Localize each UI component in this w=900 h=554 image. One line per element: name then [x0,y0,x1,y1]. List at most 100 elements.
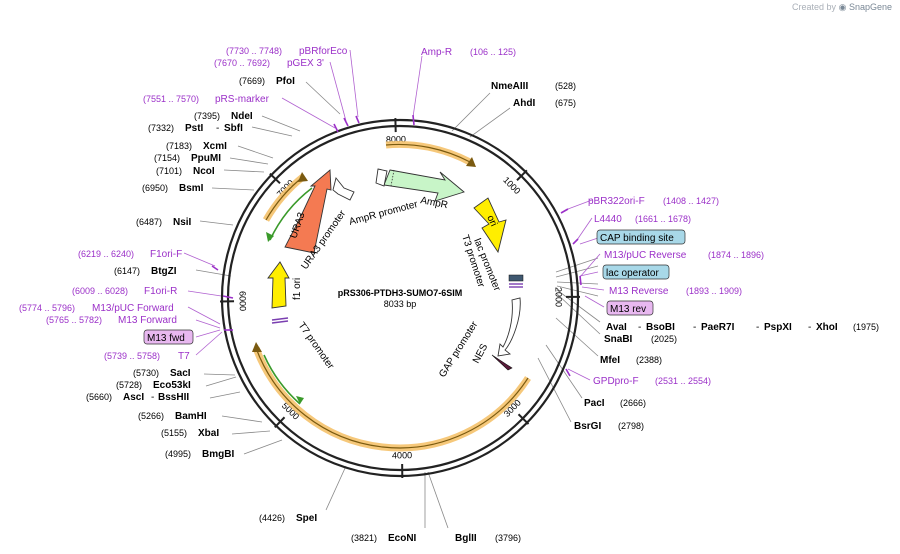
primer-pbr322ori-f[interactable]: pBR322ori-F [588,196,645,207]
feature-label-ampr-promoter: AmpR promoter [348,199,420,228]
feature-label-nes: NES [471,342,491,366]
enzyme-avai[interactable]: AvaI [606,322,627,333]
enzyme-nmeaiii[interactable]: NmeAIII [491,81,528,92]
enzyme-ncoi[interactable]: NcoI [193,166,215,177]
primer-labels: Amp-R (106 .. 125) pBR322ori-F (1408 .. … [19,46,764,387]
enzyme-bsrgi-pos: (2798) [618,421,644,431]
primer-pbrforeco-range: (7730 .. 7748) [226,46,282,56]
primer-t7-range: (5739 .. 5758) [104,351,160,361]
enzyme-eco53ki[interactable]: Eco53kI [153,380,191,391]
m13-rev-label[interactable]: M13 rev [610,304,646,315]
primer-pbrforeco[interactable]: pBRforEco [299,46,348,57]
primer-m13puc-reverse[interactable]: M13/pUC Reverse [604,250,687,261]
primer-l4440[interactable]: L4440 [594,214,622,225]
ura3-promoter-arrow [332,177,355,201]
primer-f1ori-r-range: (6009 .. 6028) [72,286,128,296]
enzyme-nsii-pos: (6487) [136,217,162,227]
enzyme-bsmi[interactable]: BsmI [179,183,204,194]
sep-2: - [693,322,696,333]
enzyme-econi[interactable]: EcoNI [388,533,417,544]
enzyme-asci[interactable]: AscI [123,392,144,403]
primer-m13-forward-range: (5765 .. 5782) [46,315,102,325]
credit-brand: SnapGene [848,2,892,12]
enzyme-bglii-pos: (3796) [495,533,521,543]
lac-operator-label[interactable]: lac operator [606,268,659,279]
lac-operator-box [602,264,670,280]
snapgene-credit: Created by ◉ SnapGene [792,2,892,13]
enzyme-snabi[interactable]: SnaBI [604,334,633,345]
enzyme-spei-pos: (4426) [259,513,285,523]
primer-m13puc-forward-range: (5774 .. 5796) [19,303,75,313]
feature-label-f1ori: f1 ori [292,278,303,300]
enzyme-bsobi[interactable]: BsoBI [646,322,675,333]
enzyme-bsmi-pos: (6950) [142,183,168,193]
enzyme-pfoi-pos: (7669) [239,76,265,86]
enzyme-pspxi[interactable]: PspXI [764,322,792,333]
primer-f1ori-r[interactable]: F1ori-R [144,286,177,297]
primer-pgex3[interactable]: pGEX 3' [287,58,324,69]
tick-mark [516,169,528,181]
enzyme-mfei[interactable]: MfeI [600,355,620,366]
enzyme-bsshii[interactable]: BssHII [158,392,189,403]
enzyme-labels: NmeAIII (528) AhdI (675) AvaI - BsoBI - … [86,76,879,544]
enzyme-bmgbi[interactable]: BmgBI [202,449,234,460]
sep-4: - [808,322,811,333]
backbone-outer-ring [220,118,580,478]
ori-arrow [473,197,507,254]
enzyme-psti[interactable]: PstI [185,123,204,134]
primer-prs-marker-range: (7551 .. 7570) [143,94,199,104]
primer-m13puc-forward[interactable]: M13/pUC Forward [92,303,174,314]
enzyme-snabi-pos: (2025) [651,334,677,344]
primer-m13-reverse[interactable]: M13 Reverse [609,286,669,297]
m13-rev-box [606,300,654,316]
enzyme-eco53ki-pos: (5728) [116,380,142,390]
enzyme-ncoi-pos: (7101) [156,166,182,176]
enzyme-xbai[interactable]: XbaI [198,428,219,439]
m13-fwd-mark [271,320,289,324]
enzyme-ndei[interactable]: NdeI [231,111,253,122]
enzyme-nmeaiii-pos: (528) [555,81,576,91]
enzyme-bamhi-pos: (5266) [138,411,164,421]
enzyme-sbfi[interactable]: SbfI [224,123,243,134]
enzyme-nsii[interactable]: NsiI [173,217,192,228]
boxed-feature-labels: CAP binding site lac operator M13 rev M1… [143,229,686,345]
enzyme-ahdi[interactable]: AhdI [513,98,535,109]
primer-ampr[interactable]: Amp-R [421,47,452,58]
primer-gpdpro-f-range: (2531 .. 2554) [655,376,711,386]
enzyme-xhoi[interactable]: XhoI [816,322,838,333]
primer-f1ori-f-range: (6219 .. 6240) [78,249,134,259]
primer-f1ori-f[interactable]: F1ori-F [150,249,182,260]
enzyme-pfoi[interactable]: PfoI [276,76,295,87]
credit-prefix: Created by [792,2,837,12]
enzyme-xcmi[interactable]: XcmI [203,141,227,152]
primer-ampr-range: (106 .. 125) [470,47,516,57]
enzyme-bglii[interactable]: BglII [455,533,477,544]
primer-leader-lines [183,49,605,381]
sep-3: - [756,322,759,333]
primer-m13-forward[interactable]: M13 Forward [118,315,177,326]
sep-6: - [216,123,219,134]
enzyme-bmgbi-pos: (4995) [165,449,191,459]
enzyme-btgzi[interactable]: BtgZI [151,266,177,277]
primer-prs-marker[interactable]: pRS-marker [215,94,270,105]
feature-label-ampr: AmpR [419,195,448,211]
enzyme-saci[interactable]: SacI [170,368,191,379]
primer-t7[interactable]: T7 [178,351,190,362]
primer-gpdpro-f[interactable]: GPDpro-F [593,376,639,387]
enzyme-saci-pos: (5730) [133,368,159,378]
enzyme-ppumi[interactable]: PpuMI [191,153,221,164]
enzyme-paci[interactable]: PacI [584,398,605,409]
leader-lines [195,81,601,529]
enzyme-paer7i[interactable]: PaeR7I [701,322,735,333]
m13-fwd-label[interactable]: M13 fwd [147,333,185,344]
enzyme-btgzi-pos: (6147) [114,266,140,276]
ampr-promoter-arrow [375,168,388,187]
enzyme-spei[interactable]: SpeI [296,513,317,524]
cap-binding-site-label[interactable]: CAP binding site [600,233,674,244]
enzyme-xbai-pos: (5155) [161,428,187,438]
enzyme-ahdi-pos: (675) [555,98,576,108]
enzyme-bsrgi[interactable]: BsrGI [574,421,601,432]
ura3-arrow [284,169,332,254]
enzyme-bamhi[interactable]: BamHI [175,411,207,422]
